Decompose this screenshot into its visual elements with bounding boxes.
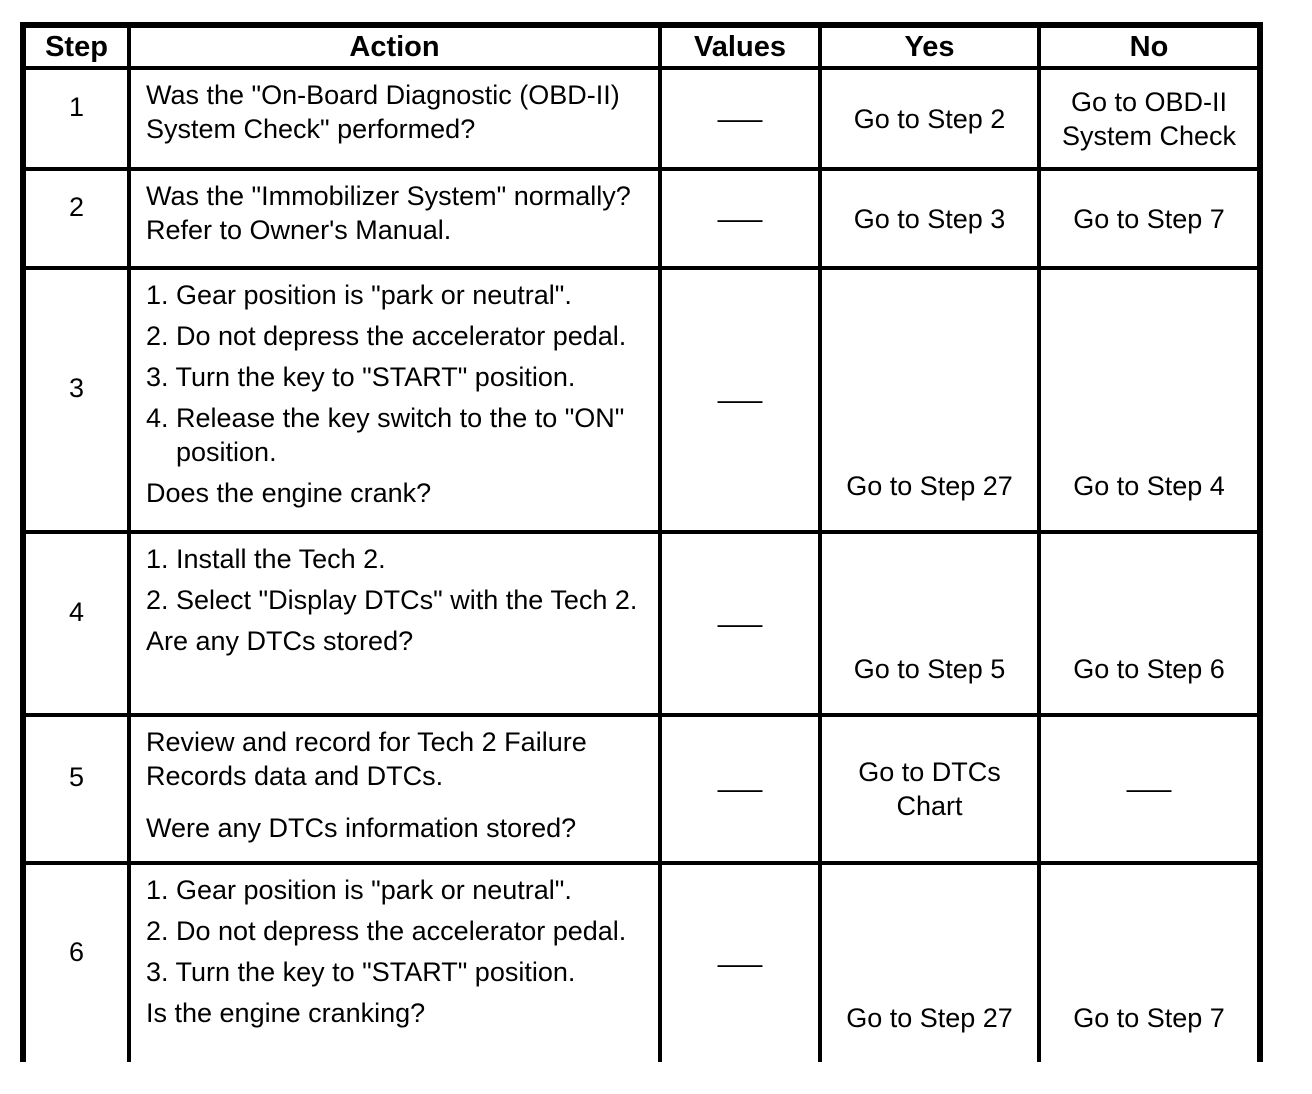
action-list-item: 4. Release the key switch to the to "ON"… <box>146 403 625 467</box>
step-cell: 5 <box>26 717 131 865</box>
values-cell: ––– <box>662 534 822 717</box>
no-cell: Go to OBD-II System Check <box>1041 70 1257 171</box>
header-cell-no: No <box>1041 28 1257 70</box>
values-cell: ––– <box>662 70 822 171</box>
yes-cell: Go to Step 27 <box>822 865 1041 1062</box>
action-list-item: 2. Do not depress the accelerator pedal. <box>146 321 627 351</box>
action-list-item: 1. Gear position is "park or neutral". <box>146 875 572 905</box>
values-cell: ––– <box>662 270 822 534</box>
header-cell-values: Values <box>662 28 822 70</box>
action-cell: 1. Install the Tech 2. 2. Select "Display… <box>131 534 662 717</box>
action-list-item: 2. Do not depress the accelerator pedal. <box>146 916 627 946</box>
action-question: Is the engine cranking? <box>146 998 426 1028</box>
step-cell: 1 <box>26 70 131 171</box>
no-cell: Go to Step 7 <box>1041 171 1257 270</box>
action-cell: Was the "Immobilizer System" normally? R… <box>131 171 662 270</box>
action-list-item: 3. Turn the key to "START" position. <box>146 957 576 987</box>
step-cell: 4 <box>26 534 131 717</box>
action-question: Does the engine crank? <box>146 478 432 508</box>
step-cell: 3 <box>26 270 131 534</box>
action-text: Review and record for Tech 2 Failure Rec… <box>146 727 587 791</box>
action-text: Was the "On-Board Diagnostic (OBD-II) Sy… <box>146 80 620 144</box>
action-list-item: 1. Install the Tech 2. <box>146 544 386 574</box>
step-cell: 6 <box>26 865 131 1062</box>
header-cell-yes: Yes <box>822 28 1041 70</box>
action-list-item: 2. Select "Display DTCs" with the Tech 2… <box>146 585 638 615</box>
step-cell: 2 <box>26 171 131 270</box>
header-cell-action: Action <box>131 28 662 70</box>
no-cell: Go to Step 4 <box>1041 270 1257 534</box>
action-question: Were any DTCs information stored? <box>146 813 577 843</box>
action-cell: Review and record for Tech 2 Failure Rec… <box>131 717 662 865</box>
diagnostic-table: Step Action Values Yes No 1 Was the "On-… <box>20 22 1263 1062</box>
action-cell: 1. Gear position is "park or neutral". 2.… <box>131 865 662 1062</box>
yes-cell: Go to Step 2 <box>822 70 1041 171</box>
yes-cell: Go to Step 27 <box>822 270 1041 534</box>
values-cell: ––– <box>662 171 822 270</box>
action-cell: Was the "On-Board Diagnostic (OBD-II) Sy… <box>131 70 662 171</box>
action-cell: 1. Gear position is "park or neutral". 2.… <box>131 270 662 534</box>
no-cell: Go to Step 6 <box>1041 534 1257 717</box>
action-question: Are any DTCs stored? <box>146 626 414 656</box>
no-cell: ––– <box>1041 717 1257 865</box>
yes-cell: Go to Step 5 <box>822 534 1041 717</box>
no-cell: Go to Step 7 <box>1073 1003 1225 1033</box>
action-list-item: 1. Gear position is "park or neutral". <box>146 280 572 310</box>
yes-cell: Go to DTCs Chart <box>822 717 1041 865</box>
values-cell: ––– <box>662 717 822 865</box>
action-list-item: 3. Turn the key to "START" position. <box>146 362 576 392</box>
header-cell-step: Step <box>26 28 131 70</box>
values-cell: ––– <box>662 865 822 1062</box>
action-text: Was the "Immobilizer System" normally? R… <box>146 181 631 245</box>
yes-cell: Go to Step 3 <box>822 171 1041 270</box>
